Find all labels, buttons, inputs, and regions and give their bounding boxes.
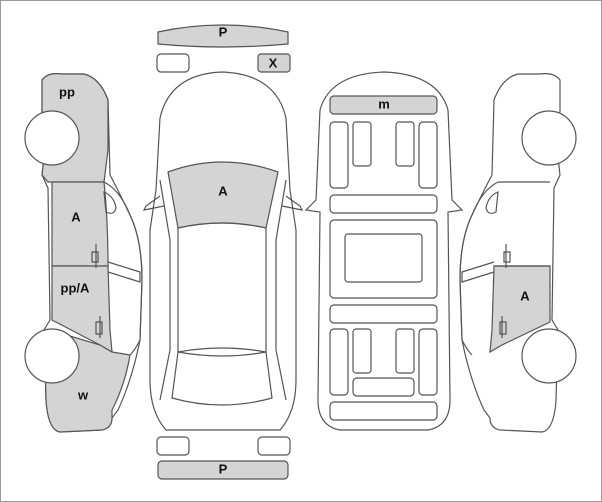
left-rear-quarter-label: w: [77, 387, 89, 402]
rear-right-light: [257, 436, 291, 456]
right-rear-wheel: [521, 328, 577, 384]
right-door-split: [494, 181, 550, 267]
mid-bar: [329, 304, 438, 324]
right-rear-door-label: A: [520, 288, 530, 303]
left-side-line: [159, 179, 171, 401]
rear-window-outline: [171, 347, 273, 406]
top-view-front: [142, 24, 304, 480]
top-view-interior: [304, 71, 464, 431]
front-right-inner: [395, 121, 415, 167]
roof-label: m: [378, 96, 390, 111]
roof-panel: [329, 95, 438, 115]
right-rear-handle: [499, 316, 507, 338]
front-left-seat: [329, 121, 349, 189]
left-front-wheel: [24, 110, 80, 166]
left-b-pillar: [107, 261, 141, 283]
left-window-line: [103, 181, 143, 356]
rear-left-seat: [329, 328, 349, 396]
right-front-wheel: [521, 110, 577, 166]
right-mirror-top: [281, 195, 304, 211]
rear-left-light: [156, 436, 190, 456]
left-front-door-label: A: [71, 209, 81, 224]
left-rear-wheel: [24, 328, 80, 384]
front-right-seat: [418, 121, 438, 189]
front-bumper-panel: [157, 24, 289, 48]
right-side-view: [459, 73, 577, 433]
right-mirror: [485, 191, 499, 214]
left-rear-handle: [95, 316, 103, 338]
cabin-inner: [344, 233, 423, 283]
front-right-light-label: X: [269, 55, 278, 70]
rear-left-inner: [352, 328, 372, 374]
right-b-pillar: [461, 261, 495, 283]
right-window-line: [459, 181, 499, 356]
front-right-light-panel: [257, 53, 291, 73]
right-side-line: [275, 179, 287, 401]
front-bumper-label: P: [219, 24, 228, 39]
dash-bar: [329, 194, 438, 214]
top-body: [149, 71, 297, 431]
left-mirror: [103, 191, 117, 214]
left-side-view: [24, 73, 143, 433]
trunk-bar: [329, 401, 438, 421]
left-front-handle: [91, 244, 99, 268]
windshield-label: A: [218, 183, 228, 198]
rear-bumper-panel: [157, 460, 289, 480]
left-front-fender-label: pp: [59, 84, 75, 99]
rear-right-inner: [395, 328, 415, 374]
rear-center-bar: [352, 377, 415, 397]
rear-bumper-label: P: [219, 461, 228, 476]
left-mirror-top: [142, 195, 165, 211]
left-rear-door-label: pp/A: [61, 280, 90, 295]
front-left-light: [156, 53, 190, 73]
right-front-handle: [503, 244, 511, 268]
front-left-inner: [352, 121, 372, 167]
rear-right-seat: [418, 328, 438, 396]
